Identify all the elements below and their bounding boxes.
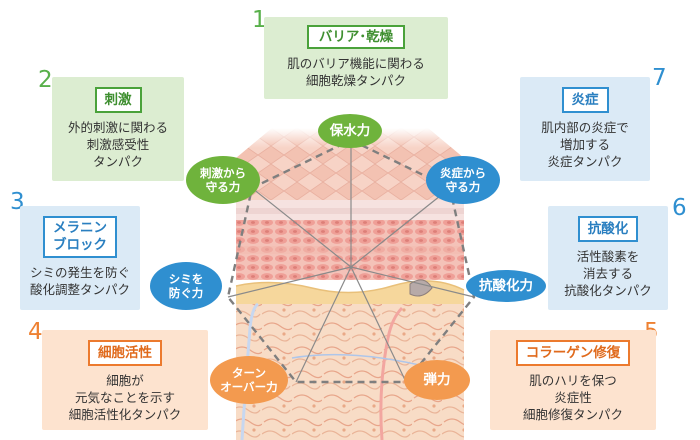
box-3-line-1: シミの発生を防ぐ xyxy=(29,265,130,280)
box-barrier-dryness: バリア･乾燥 肌のバリア機能に関わる 細胞乾燥タンパク xyxy=(264,17,448,99)
box-3-title-line-1: メラニン xyxy=(53,220,107,236)
box-3-title: メラニン ブロック xyxy=(43,216,117,258)
box-4-line-3: 細胞活性化タンパク xyxy=(68,407,182,422)
oval-elasticity: 弾力 xyxy=(404,360,470,400)
box-2-line-2: 刺激感受性 xyxy=(86,137,150,152)
box-6-line-2: 消去する xyxy=(582,266,633,281)
box-2-description: 外的刺激に関わる 刺激感受性 タンパク xyxy=(52,119,184,170)
box-2-line-3: タンパク xyxy=(92,154,143,169)
radar-axis-antioxidant xyxy=(350,266,475,298)
radar-axis-spots xyxy=(227,266,352,298)
radar-outline xyxy=(226,138,476,384)
oval-antioxidant: 抗酸化力 xyxy=(466,270,546,302)
box-collagen-repair: コラーゲン修復 肌のハリを保つ 炎症性 細胞修復タンパク xyxy=(490,330,656,430)
box-7-title: 炎症 xyxy=(561,87,609,113)
oval-irritation-protection: 刺激から 守る力 xyxy=(186,156,260,204)
box-4-number: 4 xyxy=(28,319,43,345)
box-2-number: 2 xyxy=(38,67,53,93)
box-3-title-line-2: ブロック xyxy=(53,237,107,253)
box-6-title: 抗酸化 xyxy=(577,216,639,242)
box-6-description: 活性酸素を 消去する 抗酸化タンパク xyxy=(548,248,668,299)
box-6-line-3: 抗酸化タンパク xyxy=(564,283,652,298)
box-6-number: 6 xyxy=(672,195,687,221)
oval-turnover: ターン オーバー力 xyxy=(210,356,288,404)
box-1-description: 肌のバリア機能に関わる 細胞乾燥タンパク xyxy=(264,55,448,89)
box-2-line-1: 外的刺激に関わる xyxy=(67,120,168,135)
box-4-title: 細胞活性 xyxy=(88,340,162,366)
box-5-line-1: 肌のハリを保つ xyxy=(529,373,617,388)
box-cell-activity: 細胞活性 細胞が 元気なことを示す 細胞活性化タンパク xyxy=(42,330,208,430)
oval-inflammation-protection: 炎症から 守る力 xyxy=(426,156,500,204)
box-inflammation: 炎症 肌内部の炎症で 増加する 炎症タンパク xyxy=(520,77,650,181)
box-7-number: 7 xyxy=(652,65,667,91)
radar-axis-turnover xyxy=(295,266,352,383)
box-4-description: 細胞が 元気なことを示す 細胞活性化タンパク xyxy=(42,372,208,423)
box-4-line-2: 元気なことを示す xyxy=(74,390,175,405)
box-6-line-1: 活性酸素を xyxy=(576,249,640,264)
box-1-line-1: 肌のバリア機能に関わる xyxy=(287,56,425,71)
box-7-description: 肌内部の炎症で 増加する 炎症タンパク xyxy=(520,119,650,170)
oval-moisture: 保水力 xyxy=(318,114,382,148)
box-1-title: バリア･乾燥 xyxy=(306,25,406,49)
box-1-number: 1 xyxy=(252,7,267,33)
box-3-line-2: 酸化調整タンパク xyxy=(29,282,130,297)
box-antioxidation: 抗酸化 活性酸素を 消去する 抗酸化タンパク xyxy=(548,206,668,310)
radar-axis-irritation xyxy=(251,187,352,268)
box-7-line-2: 増加する xyxy=(559,137,610,152)
box-7-line-1: 肌内部の炎症で xyxy=(541,120,629,135)
oval-spot-prevention: シミを 防ぐ力 xyxy=(150,262,222,310)
box-3-description: シミの発生を防ぐ 酸化調整タンパク xyxy=(20,264,140,298)
box-4-line-1: 細胞が xyxy=(106,373,144,388)
radar-axis-elasticity xyxy=(350,266,407,383)
box-2-title: 刺激 xyxy=(94,87,142,113)
box-5-title: コラーゲン修復 xyxy=(515,340,631,366)
box-5-description: 肌のハリを保つ 炎症性 細胞修復タンパク xyxy=(490,372,656,423)
box-5-line-2: 炎症性 xyxy=(554,390,592,405)
box-irritation: 刺激 外的刺激に関わる 刺激感受性 タンパク xyxy=(52,77,184,181)
box-7-line-3: 炎症タンパク xyxy=(547,154,623,169)
box-melanin-block: メラニン ブロック シミの発生を防ぐ 酸化調整タンパク xyxy=(20,206,140,310)
box-1-line-2: 細胞乾燥タンパク xyxy=(305,73,406,88)
box-5-line-3: 細胞修復タンパク xyxy=(522,407,623,422)
radar-axis-inflammation xyxy=(350,187,451,268)
